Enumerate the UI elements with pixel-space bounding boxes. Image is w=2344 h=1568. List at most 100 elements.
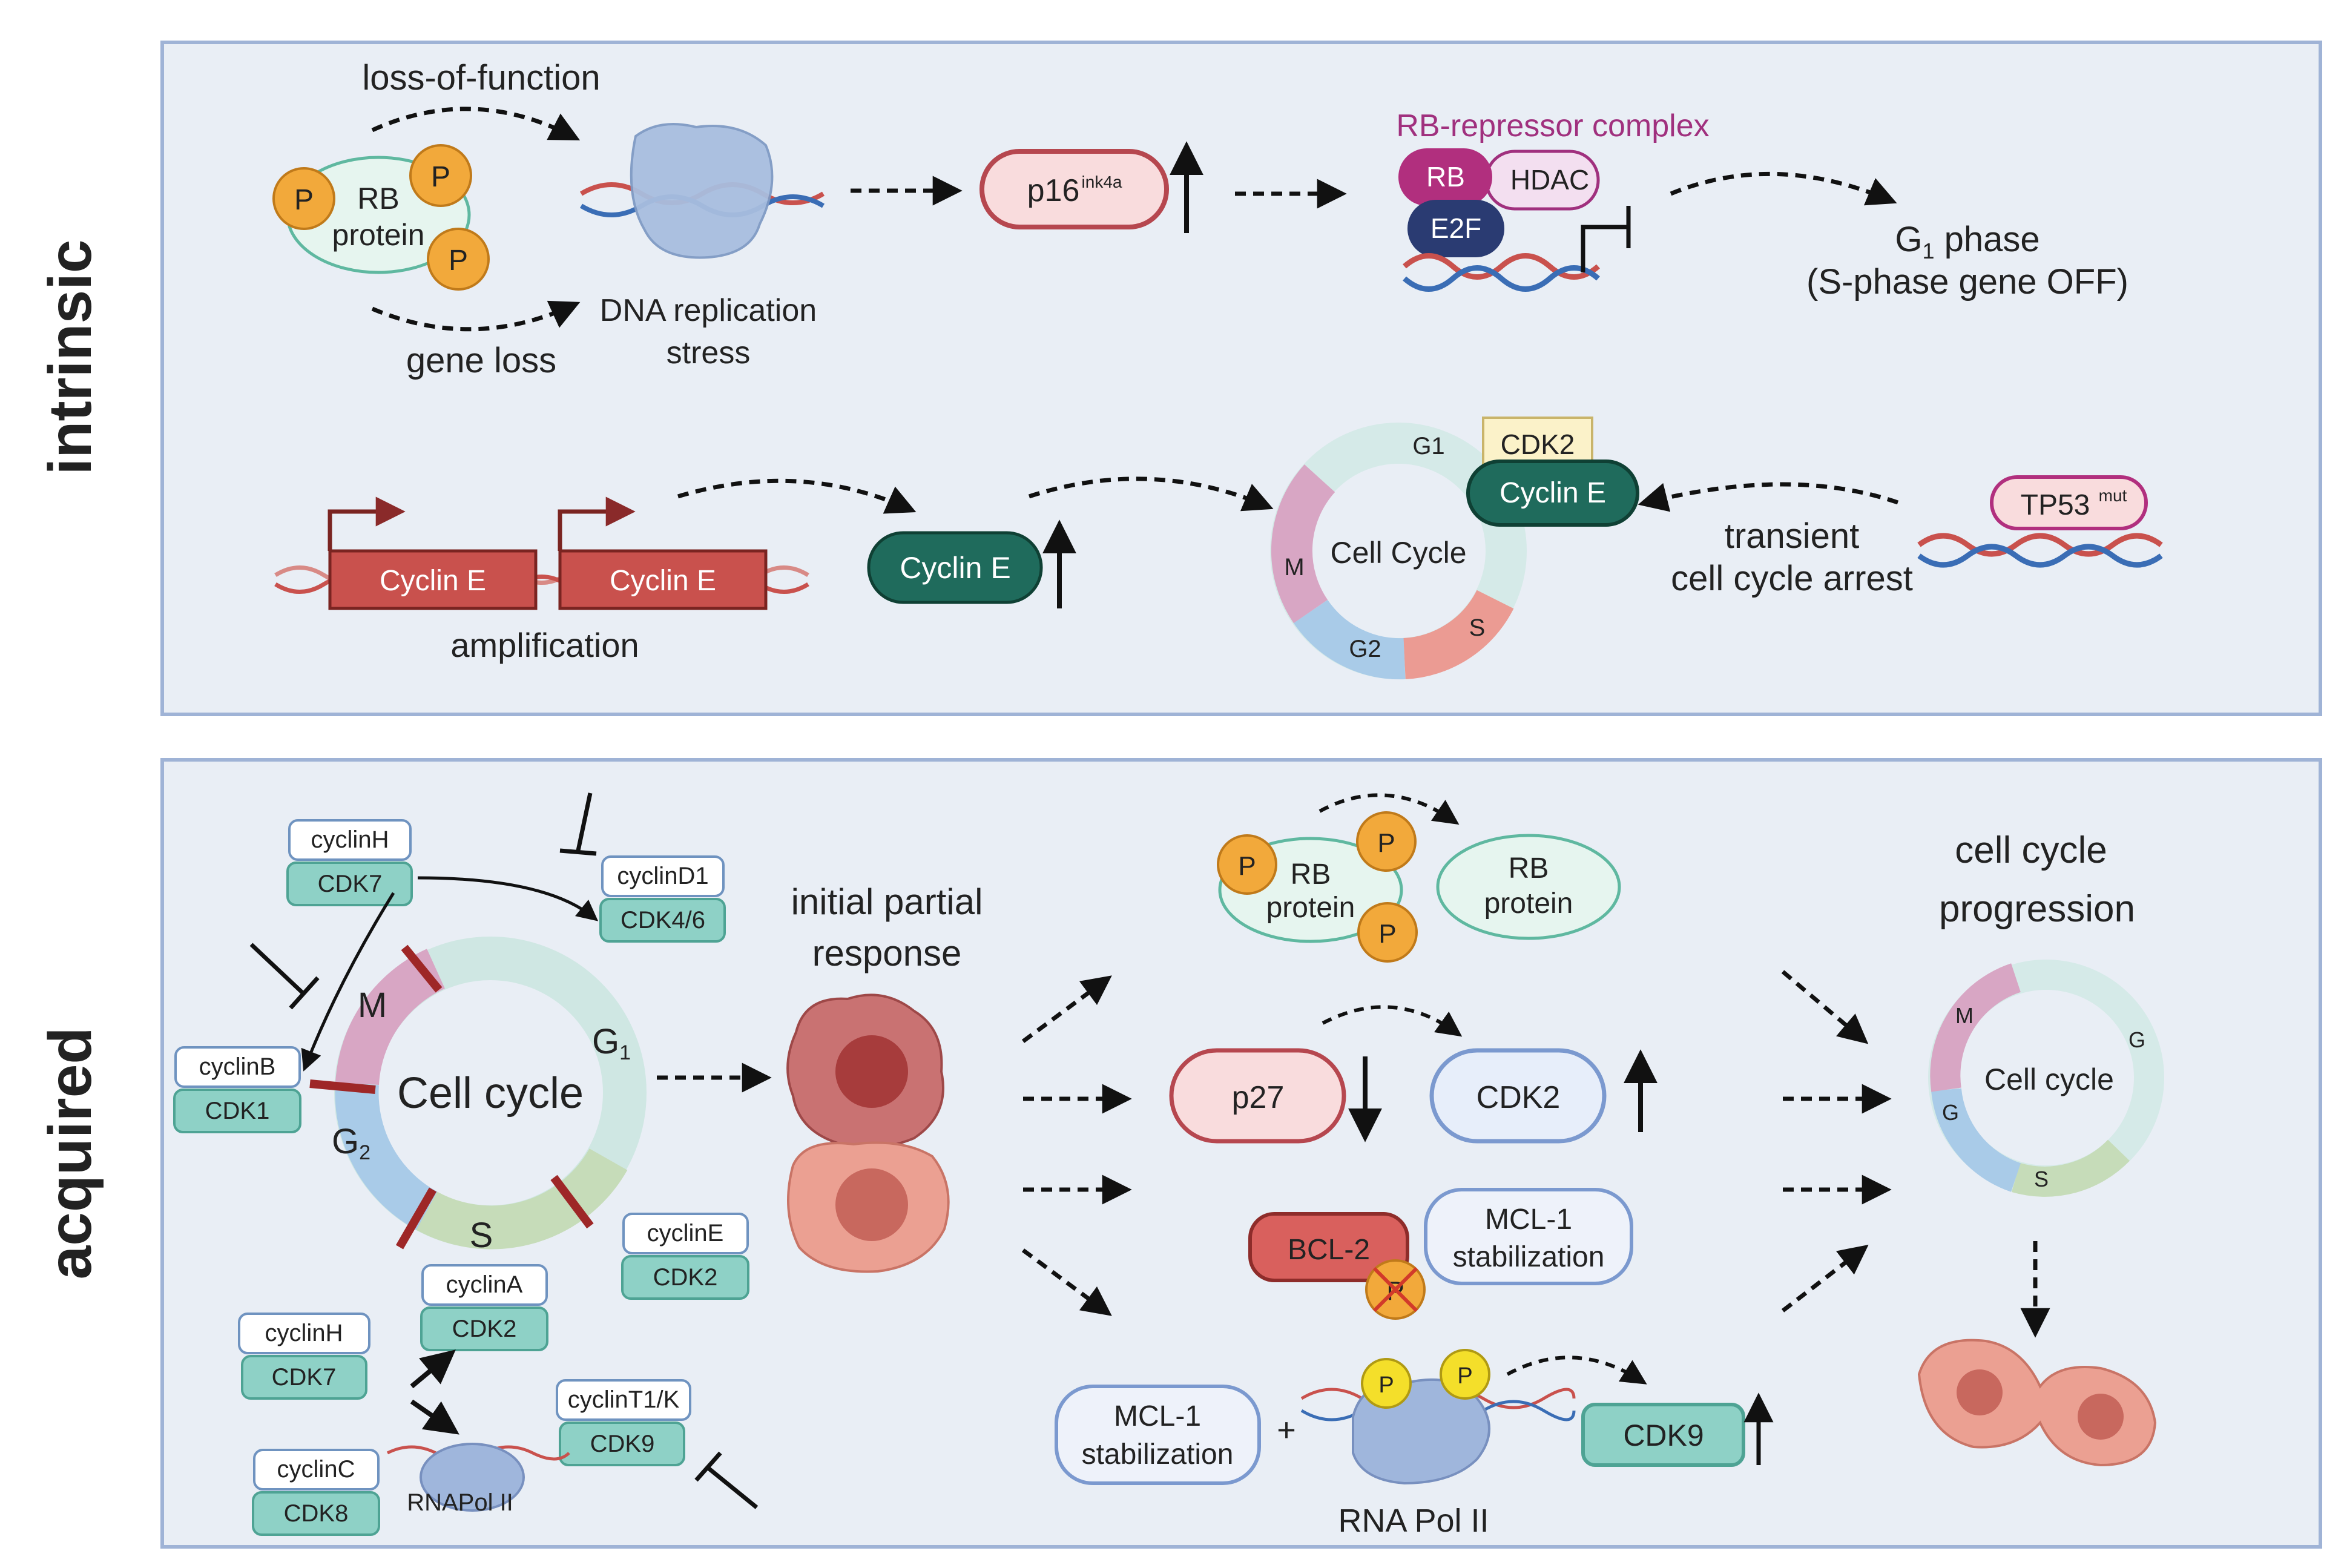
acquired-cell-cycle: Cell cycle M G1 G2 S [309,937,647,1255]
rb-dephospho-arrow [1318,793,1460,825]
loss-of-function-label: loss-of-function [362,58,600,97]
cyclinE-label: cyclinE [647,1220,724,1247]
mcl1-box-2 [1055,1385,1261,1485]
cdk1-pair: cyclinB CDK1 [173,1046,301,1133]
cdk2-big-box [1429,1048,1607,1144]
phospho-label: P [449,245,468,277]
cyclin-e-gene-label: Cyclin E [610,565,716,597]
phospho-label: P [1238,851,1256,881]
p16-box [979,149,1169,229]
cdk1-label: CDK1 [205,1098,270,1124]
dna-replication-icon [579,123,825,259]
cyclin-e-bound-box [1466,460,1639,527]
cell-cycle-label: Cell Cycle [1330,536,1466,570]
cdk2-label: CDK2 [1501,429,1575,460]
phase-m-label: M [1284,554,1304,581]
cyclin-e-box [867,531,1043,604]
cdk8-label: CDK8 [284,1500,349,1527]
rnapol-small-icon: RNAPol II [386,1443,570,1516]
inhibitor-icon [694,1451,759,1509]
tp53-sup: mut [2099,486,2127,505]
e2f-label: E2F [1430,212,1481,244]
cdk9-phospho-arrow [1506,1356,1647,1385]
tp53-mut: TP53 mut [1917,475,2163,568]
g1-phase-label: G1 phase [1895,220,2039,263]
rb-text-2: protein [1266,892,1355,924]
cdk7-to-cdk2-arrow [410,1349,456,1389]
rb-protein-text-2: protein [332,218,425,252]
phase-s-label: S [1469,614,1486,641]
complex-to-g1-arrow [1670,171,1897,206]
cdk2-a-label: CDK2 [452,1316,517,1342]
cdk46-pair: cyclinD1 CDK4/6 [599,855,726,943]
phospho-icon [272,167,335,230]
phospho-label: P [1378,919,1396,949]
cyclin-e-label: Cyclin E [900,551,1010,585]
hdac-label: HDAC [1510,164,1589,196]
cyclin-e-gene-label: Cyclin E [380,565,486,597]
p27-box [1169,1048,1346,1144]
cdk9-big-box [1581,1403,1745,1467]
rb-phospho-acquired: RB protein P P P [1217,811,1418,963]
phospho-label: P [1457,1363,1472,1389]
intrinsic-cell-cycle: Cell Cycle G1 S G2 M [1270,423,1527,680]
p27-to-cdk2-arrow [1322,1005,1463,1037]
phospho-icon [409,144,472,207]
rb-free-text-2: protein [1484,888,1573,920]
mcl1-text-1: MCL-1 [1485,1204,1572,1236]
checkpoint-block [550,1174,594,1229]
cdk7-2-label: CDK7 [272,1364,337,1391]
transient-text-2: cell cycle arrest [1671,559,1913,598]
bcl2-label: BCL-2 [1288,1234,1370,1266]
inhibitor-icon [249,943,320,1010]
checkpoint-block [309,1079,376,1094]
cell-cycle-big-label: Cell cycle [397,1069,584,1118]
transient-text-1: transient [1725,516,1859,556]
mcl1-2-text-2: stabilization [1082,1438,1234,1471]
gene-loss-label: gene loss [406,341,556,380]
promoter-block-icon [1581,206,1631,272]
p16-label: p16 [1027,173,1080,208]
cyclinA-label: cyclinA [446,1271,523,1298]
phospho-icon [1217,834,1277,895]
cyclin-e-gene-amplification: Cyclin E Cyclin E [274,496,809,610]
phase-g1-label: G1 [592,1022,631,1064]
p16-sup: ink4a [1082,173,1122,191]
plus-sign: + [1277,1412,1296,1448]
amplification-label: amplification [450,626,639,664]
cdk9-pair: cyclinT1/K CDK9 [556,1379,691,1466]
promoter-arrow-icon [558,496,636,551]
response-text-1: initial partial [791,881,983,922]
cyclinB-label: cyclinB [199,1053,276,1080]
tp53-box [1990,475,2148,530]
phase-s-label: S [470,1216,493,1255]
cdk2-big-label: CDK2 [1477,1080,1561,1115]
removed-cross-icon [1372,1267,1418,1313]
bcl2-box [1248,1212,1409,1282]
rb-label: RB [1426,161,1465,193]
rb-repressor-complex: HDAC RB E2F [1398,148,1631,292]
cdk8-pair: cyclinC CDK8 [252,1449,380,1536]
cdk2-a-pair: cyclinA CDK2 [420,1264,548,1351]
phospho-icon [1357,902,1418,963]
mcl1-text-2: stabilization [1453,1241,1605,1273]
response-text-2: response [812,933,962,973]
rb-text-1: RB [1291,858,1331,891]
phospho-icon [1361,1358,1412,1409]
repressor-title: RB-repressor complex [1396,108,1709,143]
rb-free-shape [1436,834,1621,940]
cyclin-e-gene-box [328,549,538,610]
inhibitor-icon [559,792,597,856]
gene-loss-arrow [371,300,581,332]
cdk46-label: CDK4/6 [621,907,705,934]
cyclinH2-label: cyclinH [265,1320,343,1346]
cyclinH-label: cyclinH [311,826,389,853]
intrinsic-label: intrinsic [36,240,104,475]
cdk9-big-label: CDK9 [1623,1418,1704,1452]
cdk7-activates-arrow [417,876,599,921]
checkpoint-block [395,1187,437,1250]
phase-g1-small: G [2128,1027,2145,1052]
phase-m-label: M [358,986,387,1025]
gene-to-cyclin-e-arrow [677,478,917,514]
